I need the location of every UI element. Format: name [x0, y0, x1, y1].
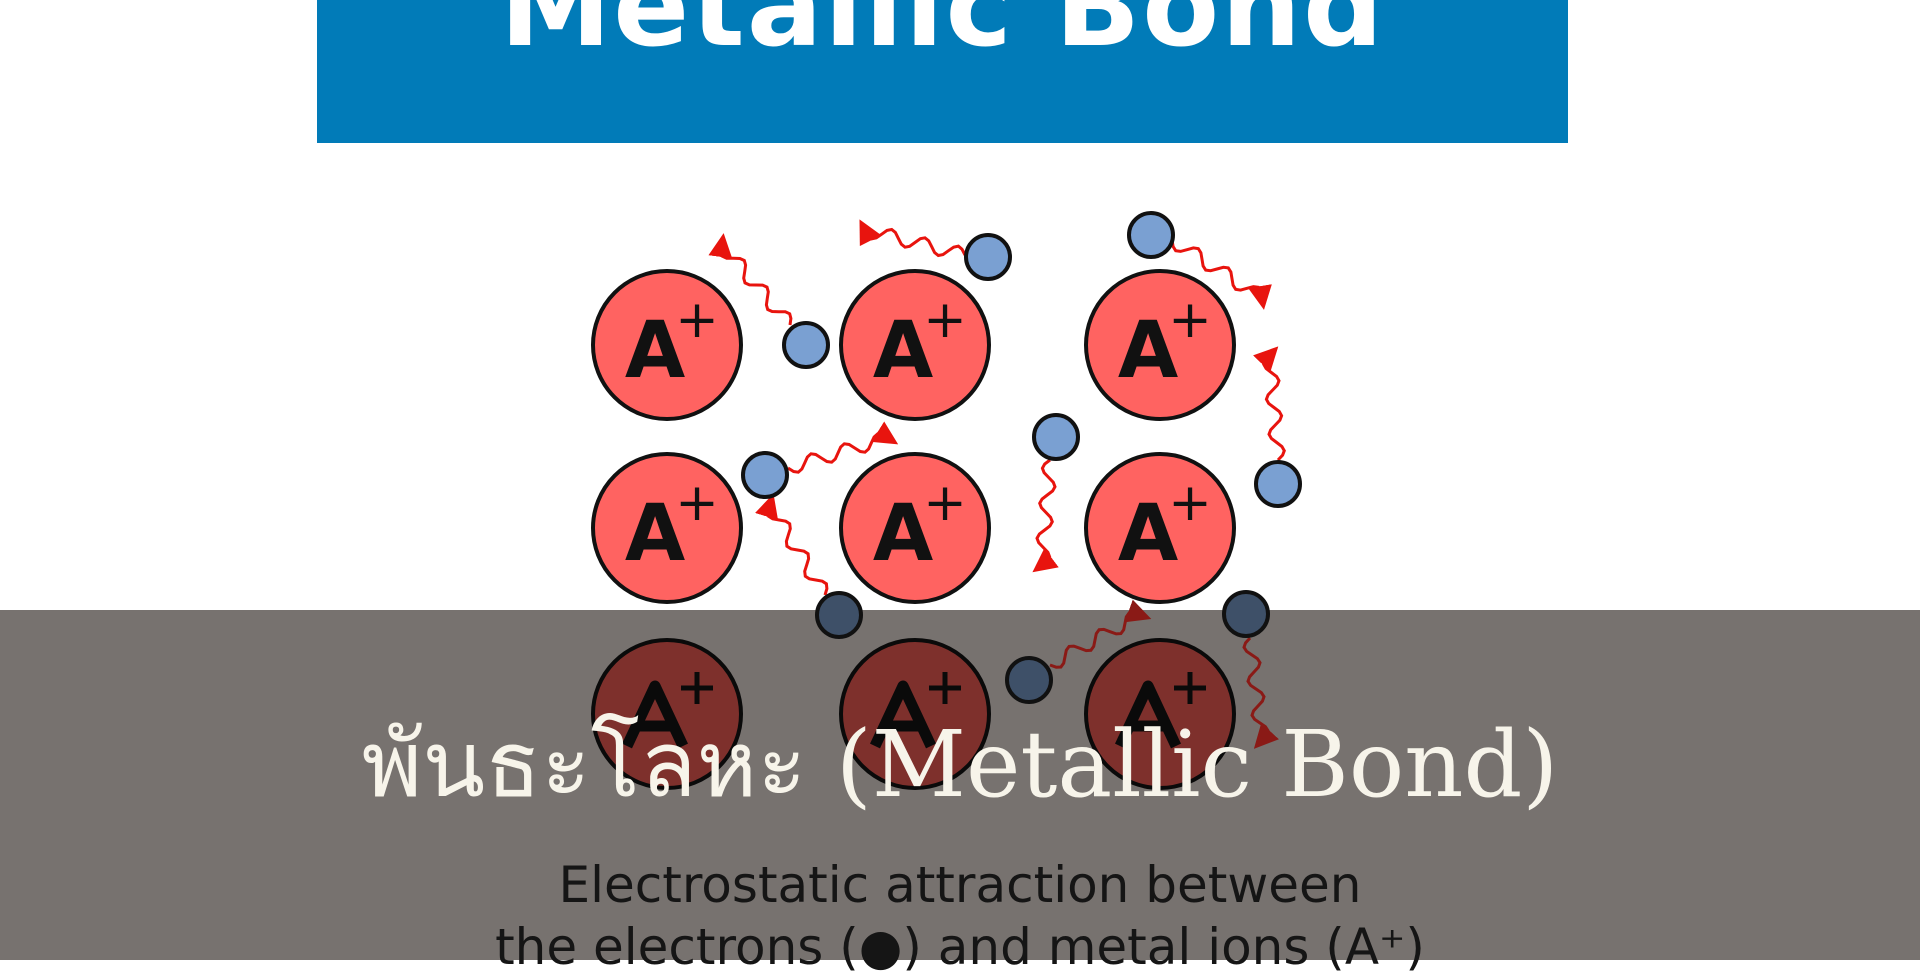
electron-motion-arrow [755, 493, 829, 596]
metal-ion: A+ [1084, 269, 1236, 421]
electron [1222, 590, 1270, 638]
electron-motion-arrow [1170, 239, 1272, 310]
metal-ion [591, 638, 743, 790]
svg-text:+: + [1168, 473, 1212, 533]
electron-motion-arrow [1049, 599, 1152, 669]
banner-title: Metallic Bond [499, 0, 1386, 72]
metal-ion: A+ [839, 452, 991, 604]
electron [1005, 656, 1053, 704]
ion-label-glyph [1115, 680, 1181, 749]
svg-text:+: + [923, 290, 967, 350]
ion-label-glyph [622, 680, 688, 749]
ion-charge-glyph [929, 672, 961, 704]
svg-text:+: + [923, 473, 967, 533]
electron-motion-arrow [708, 233, 793, 326]
electron [815, 591, 863, 639]
electron [1254, 460, 1302, 508]
electron [1032, 413, 1080, 461]
caption-line-1: Electrostatic attraction between [558, 856, 1362, 914]
svg-text:+: + [675, 473, 719, 533]
svg-text:A: A [873, 489, 933, 579]
svg-text:A: A [625, 306, 685, 396]
banner: Metallic Bond [317, 0, 1568, 143]
electron-motion-arrow [859, 219, 967, 258]
svg-text:A: A [873, 306, 933, 396]
ion-charge-glyph [681, 672, 713, 704]
electron [1127, 211, 1175, 259]
page-title: พันธะโลหะ (Metallic Bond) [361, 711, 1559, 818]
svg-text:A: A [1118, 306, 1178, 396]
electron-motion-arrow [1253, 346, 1286, 462]
electron [782, 321, 830, 369]
electron-motion-arrow [787, 421, 899, 474]
ion-label-glyph [870, 680, 936, 749]
electron [741, 451, 789, 499]
svg-text:+: + [675, 290, 719, 350]
metal-ion: A+ [591, 269, 743, 421]
svg-text:A: A [625, 489, 685, 579]
ion-charge-glyph [1174, 672, 1206, 704]
metal-ion [839, 638, 991, 790]
metal-ion [1084, 638, 1236, 790]
metal-ion: A+ [1084, 452, 1236, 604]
svg-text:+: + [1168, 290, 1212, 350]
svg-text:A: A [1118, 489, 1178, 579]
electron-motion-arrow [1032, 458, 1059, 573]
metal-ion: A+ [591, 452, 743, 604]
electron-motion-arrow [1242, 636, 1279, 749]
caption-line-2: the electrons (●) and metal ions (A⁺) [495, 918, 1425, 976]
metal-ion: A+ [839, 269, 991, 421]
electron [964, 233, 1012, 281]
